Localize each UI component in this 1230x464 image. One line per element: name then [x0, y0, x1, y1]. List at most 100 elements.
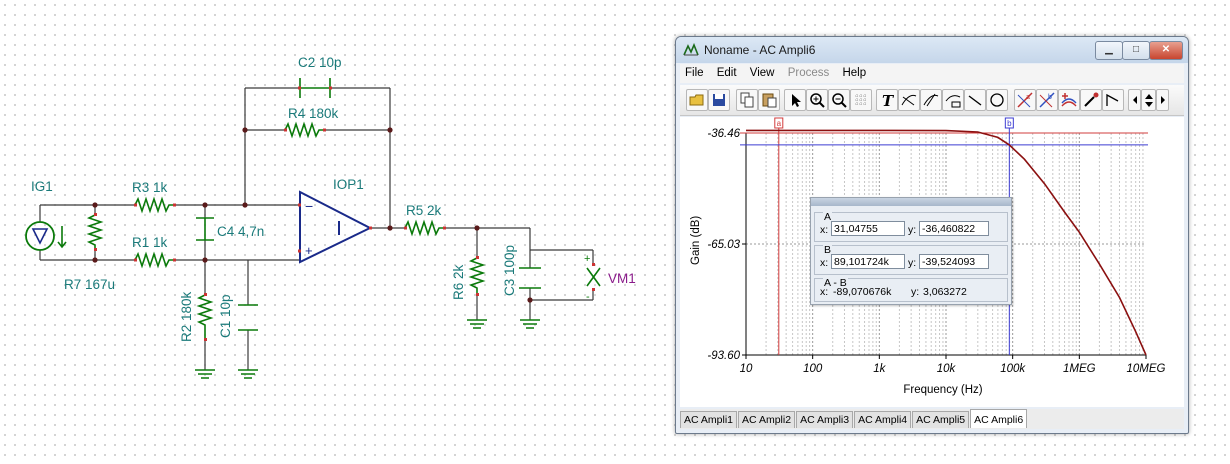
opamp-minus-sign: − — [305, 198, 313, 214]
resistor-r7[interactable] — [86, 214, 104, 250]
text-icon[interactable]: T — [876, 89, 898, 111]
y-axis-label: Gain (dB) — [690, 216, 702, 265]
menu-edit[interactable]: Edit — [716, 67, 737, 79]
curve-label-icon[interactable] — [942, 89, 964, 111]
cursor-readout-panel[interactable]: A x: 31,04755 y: -36,460822 B x: 89,1017… — [810, 197, 1012, 305]
x-tick-label: 10k — [937, 363, 957, 375]
zoom-out-icon[interactable] — [828, 89, 850, 111]
label-ig1: IG1 — [31, 179, 53, 194]
ellipse-icon[interactable] — [986, 89, 1008, 111]
label-r2: R2 180k — [179, 291, 194, 342]
x-tick-label: 100 — [803, 363, 823, 375]
title-bar[interactable]: Noname - AC Ampli6 ▁ □ ✕ — [676, 37, 1188, 63]
line-icon[interactable] — [964, 89, 986, 111]
tab-ac-ampli3[interactable]: AC Ampli3 — [796, 411, 854, 428]
paste-icon[interactable] — [758, 89, 780, 111]
label-c1: C1 10p — [218, 294, 233, 338]
cursor-a-y-field[interactable]: -36,460822 — [919, 221, 989, 236]
add-curve-icon[interactable] — [1058, 89, 1080, 111]
cursor-a-marker: a — [777, 119, 782, 128]
x-axis-label: Frequency (Hz) — [903, 384, 982, 396]
readout-title-bar[interactable] — [811, 198, 1011, 206]
resistor-r4[interactable] — [284, 121, 325, 139]
close-button[interactable]: ✕ — [1149, 41, 1183, 60]
label-r6: R6 2k — [451, 264, 466, 300]
copy-icon[interactable] — [736, 89, 758, 111]
polyline-icon[interactable] — [1102, 89, 1124, 111]
cursor-b-marker: b — [1007, 119, 1012, 128]
x-tick-label: 10 — [740, 363, 753, 375]
y-tick-label: -65.03 — [707, 239, 740, 251]
cursor-b-x-label: x: — [820, 257, 829, 269]
save-icon[interactable] — [708, 89, 730, 111]
label-vm1: VM1 — [608, 271, 636, 286]
cursor-a-x-field[interactable]: 31,04755 — [831, 221, 905, 236]
resistor-r2[interactable] — [196, 294, 214, 340]
resistor-r3[interactable] — [134, 196, 175, 214]
cursor-a-handle[interactable] — [774, 117, 784, 129]
grid-icon[interactable] — [850, 89, 872, 111]
scroll-left-icon[interactable] — [1128, 89, 1141, 111]
cursor-diff-group: A - B x: -89,070676k y: 3,063272 — [814, 277, 1008, 302]
y-tick-label: -36.46 — [707, 128, 740, 140]
x-tick-label: 10MEG — [1127, 363, 1166, 375]
label-c4: C4 4,7n — [217, 224, 264, 239]
resistor-r5[interactable] — [404, 219, 445, 237]
open-icon[interactable] — [686, 89, 708, 111]
opamp-iop1[interactable] — [299, 190, 373, 264]
tab-ac-ampli5[interactable]: AC Ampli5 — [912, 411, 970, 428]
tab-ac-ampli1[interactable]: AC Ampli1 — [680, 411, 738, 428]
zoom-in-icon[interactable] — [806, 89, 828, 111]
maximize-button[interactable]: □ — [1122, 41, 1150, 60]
capacitor-c3[interactable] — [519, 267, 541, 289]
voltmeter-vm1[interactable] — [586, 267, 601, 287]
tab-ac-ampli6[interactable]: AC Ampli6 — [970, 409, 1028, 428]
x-tick-label: 100k — [1000, 363, 1026, 375]
minimize-button[interactable]: ▁ — [1095, 41, 1123, 60]
cursor-a-x-label: x: — [820, 224, 829, 236]
diff-x-label: x: — [820, 286, 829, 298]
capacitor-c1[interactable] — [238, 304, 258, 331]
x-tick-label: 1k — [873, 363, 886, 375]
chart-grid — [745, 133, 1146, 355]
menu-view[interactable]: View — [749, 67, 775, 79]
cursor-b-icon[interactable]: b — [1036, 89, 1058, 111]
resistor-r6[interactable] — [468, 257, 486, 295]
tangent-icon[interactable] — [898, 89, 920, 111]
capacitor-c2[interactable] — [299, 78, 331, 98]
marker-icon[interactable] — [1080, 89, 1102, 111]
menu-help[interactable]: Help — [842, 67, 867, 79]
cursor-a-group: A x: 31,04755 y: -36,460822 — [814, 211, 1008, 242]
app-icon — [683, 43, 699, 56]
cursor-diff-title: A - B — [823, 277, 848, 289]
scroll-right-icon[interactable] — [1156, 89, 1169, 111]
label-r4: R4 180k — [288, 106, 339, 121]
junctions — [92, 127, 533, 303]
label-r1: R1 1k — [132, 235, 168, 250]
diff-y-label: y: — [911, 286, 920, 298]
current-source-ig1[interactable] — [25, 221, 67, 251]
capacitor-c4[interactable] — [196, 217, 214, 241]
resistor-r1[interactable] — [134, 251, 175, 269]
diff-x-value: -89,070676k — [833, 286, 892, 298]
tab-ac-ampli4[interactable]: AC Ampli4 — [854, 411, 912, 428]
opamp-plus-sign: + — [305, 243, 313, 258]
tab-ac-ampli2[interactable]: AC Ampli2 — [738, 411, 796, 428]
tangent2-icon[interactable] — [920, 89, 942, 111]
cursor-a-icon[interactable]: a — [1014, 89, 1036, 111]
vm-plus-sign: + — [584, 253, 590, 265]
cursor-b-x-field[interactable]: 89,101724k — [831, 254, 905, 269]
menu-process[interactable]: Process — [787, 67, 830, 79]
pointer-icon[interactable] — [784, 89, 806, 111]
menu-file[interactable]: File — [685, 67, 704, 79]
cursor-b-handle[interactable] — [1004, 117, 1014, 129]
cursor-a-y-label: y: — [908, 224, 917, 236]
cursor-b-y-field[interactable]: -39,524093 — [919, 254, 989, 269]
schematic-canvas[interactable]: IG1 R3 1k R1 1k C4 4,7n C2 10p R4 180k I… — [0, 0, 670, 464]
label-c2: C2 10p — [298, 55, 342, 70]
scroll-updown-icon[interactable] — [1141, 89, 1156, 111]
label-r5: R5 2k — [406, 203, 442, 218]
window-title: Noname - AC Ampli6 — [704, 43, 816, 57]
